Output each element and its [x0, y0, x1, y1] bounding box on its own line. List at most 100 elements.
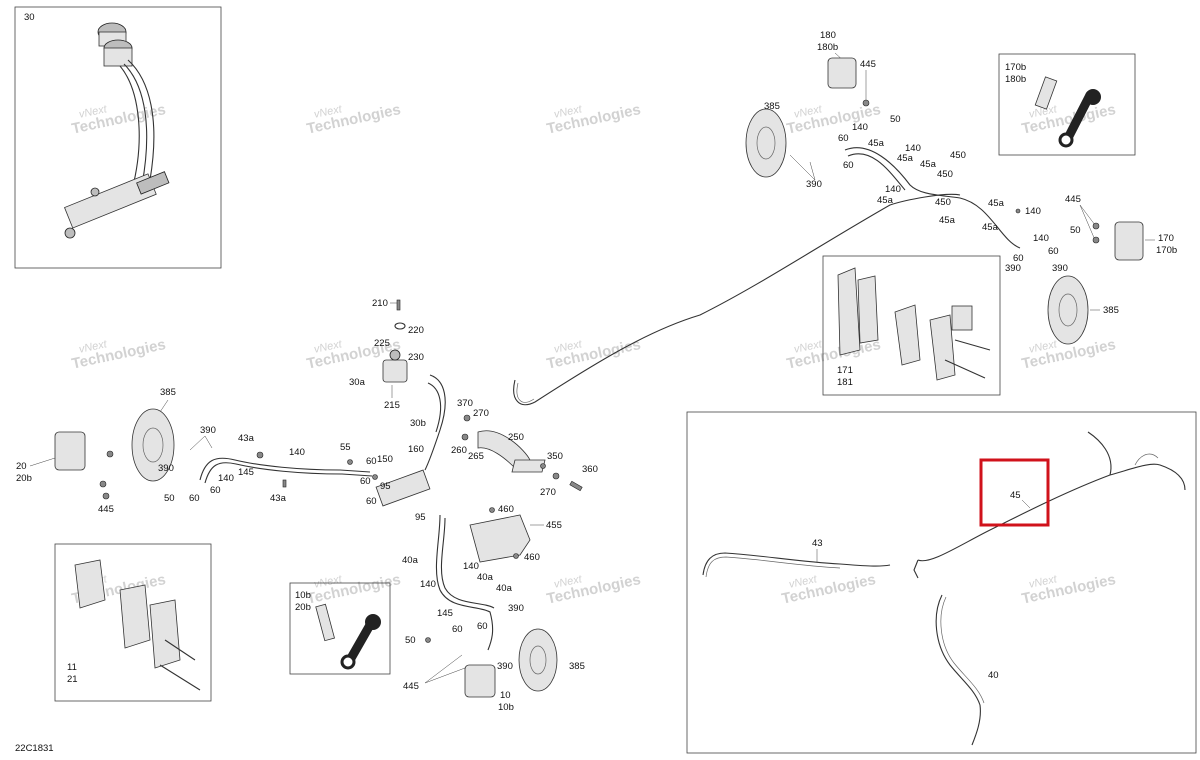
callout-220: 220: [408, 325, 424, 336]
callout-170: 170: [1158, 233, 1174, 244]
callout-30b: 30b: [410, 418, 426, 429]
bolt: [106, 450, 114, 458]
watermark-line1: vNext: [553, 573, 584, 591]
callout-170b: 170b: [1005, 62, 1026, 73]
watermark-line1: vNext: [313, 338, 344, 356]
caliper: [54, 431, 86, 471]
callout-10b: 10b: [498, 702, 514, 713]
callout-140: 140: [420, 579, 436, 590]
leader-line: [1079, 204, 1096, 241]
bleeder-cap-ring: [340, 654, 356, 670]
callout-390: 390: [508, 603, 524, 614]
callout-45a: 45a: [868, 138, 885, 149]
callout-11: 11: [67, 662, 77, 673]
callout-390: 390: [497, 661, 513, 672]
caliper: [464, 664, 496, 698]
bolt: [102, 492, 110, 500]
inset-front-pads[interactable]: 11 21: [54, 543, 212, 702]
rear-right-brake-group[interactable]: 180 180b 445 385 140 50 60 45a 140 45a 6…: [745, 30, 1021, 249]
bolt: [425, 637, 431, 643]
callout-140: 140: [1033, 233, 1049, 244]
inset-brake-lines[interactable]: 45 43 40: [686, 411, 1197, 754]
caliper: [827, 57, 857, 89]
callout-385: 385: [160, 387, 176, 398]
callout-50: 50: [890, 114, 901, 125]
watermark-line1: vNext: [313, 103, 344, 121]
callout-43a: 43a: [270, 493, 287, 504]
bleeder-cap: [345, 620, 375, 665]
hose: [119, 65, 140, 191]
reservoir-bracket: [469, 514, 531, 563]
disc-hub: [756, 126, 776, 160]
callout-180b: 180b: [817, 42, 838, 53]
inset-frame: [54, 543, 212, 702]
inset-bleeder-front[interactable]: 10b 20b: [289, 582, 391, 675]
leader-line: [424, 654, 466, 684]
callout-450: 450: [935, 197, 951, 208]
leader-line: [29, 457, 56, 467]
watermark-line1: vNext: [78, 338, 109, 356]
front-left-brake-group[interactable]: 385 20 20b 445 390 390 43a 140 145 140 6…: [16, 387, 373, 515]
diagram-code: 22C1831: [15, 743, 54, 754]
bolt: [862, 99, 870, 107]
bleeder-cap: [1063, 90, 1095, 143]
watermark-line1: vNext: [1028, 338, 1059, 356]
callout-390: 390: [1005, 263, 1021, 274]
main-brake-line: [516, 382, 535, 403]
callout-60: 60: [838, 133, 849, 144]
brake-pad: [149, 599, 181, 669]
callout-370: 370: [457, 398, 473, 409]
front-brake-line-43a: [204, 462, 373, 484]
watermark-line2: Technologies: [545, 336, 642, 373]
bleeder-cap-top: [365, 614, 381, 630]
callout-390: 390: [1052, 263, 1068, 274]
callout-20: 20: [16, 461, 27, 472]
brake-disc: [745, 108, 787, 178]
watermark-line2: Technologies: [305, 101, 402, 138]
center-bottom-group[interactable]: 460 455 460 40a 140 40a 140 40a 145 390 …: [402, 504, 585, 713]
callout-45a: 45a: [897, 153, 914, 164]
bolt: [99, 480, 107, 488]
watermark-line1: vNext: [1028, 573, 1059, 591]
callout-350: 350: [547, 451, 563, 462]
fitting: [64, 227, 76, 239]
callout-460: 460: [524, 552, 540, 563]
callout-170b: 170b: [1156, 245, 1177, 256]
inset-frame: [289, 582, 391, 675]
callout-95: 95: [415, 512, 426, 523]
callout-60: 60: [843, 160, 854, 171]
callout-60: 60: [1013, 253, 1024, 264]
callout-160: 160: [408, 444, 424, 455]
callout-385: 385: [1103, 305, 1119, 316]
bolt: [540, 463, 546, 469]
brake-line-40a: [435, 514, 494, 651]
brake-line-45a: [844, 147, 1021, 249]
callout-180: 180: [820, 30, 836, 41]
callout-20b: 20b: [295, 602, 311, 613]
callout-230: 230: [408, 352, 424, 363]
callout-180b: 180b: [1005, 74, 1026, 85]
center-master-cylinder-group[interactable]: 210 220 225 230 30a 215 30b 370 270 250 …: [340, 298, 598, 523]
callout-140: 140: [218, 473, 234, 484]
inset-rear-pads[interactable]: 171 181: [822, 255, 1001, 396]
inset-frame: [822, 255, 1001, 396]
inset-bleeder-rear[interactable]: 170b 180b: [998, 53, 1136, 156]
callout-450: 450: [937, 169, 953, 180]
callout-225: 225: [374, 338, 390, 349]
watermark-line1: vNext: [793, 103, 824, 121]
callout-21: 21: [67, 674, 78, 685]
callout-445: 445: [98, 504, 114, 515]
brake-line-45-end: [913, 559, 919, 579]
leader-line: [789, 154, 816, 181]
callout-10: 10: [500, 690, 511, 701]
inset-master-cylinder[interactable]: 30: [14, 6, 222, 269]
right-caliper-group[interactable]: 445 45a 140 45a 50 140 60 60 170 170b 39…: [982, 194, 1177, 345]
brake-line-45: [917, 463, 1186, 562]
callout-45a: 45a: [982, 222, 999, 233]
callout-460: 460: [498, 504, 514, 515]
brake-line-45: [1087, 431, 1112, 476]
watermark-line1: vNext: [788, 573, 819, 591]
callout-45a: 45a: [877, 195, 894, 206]
